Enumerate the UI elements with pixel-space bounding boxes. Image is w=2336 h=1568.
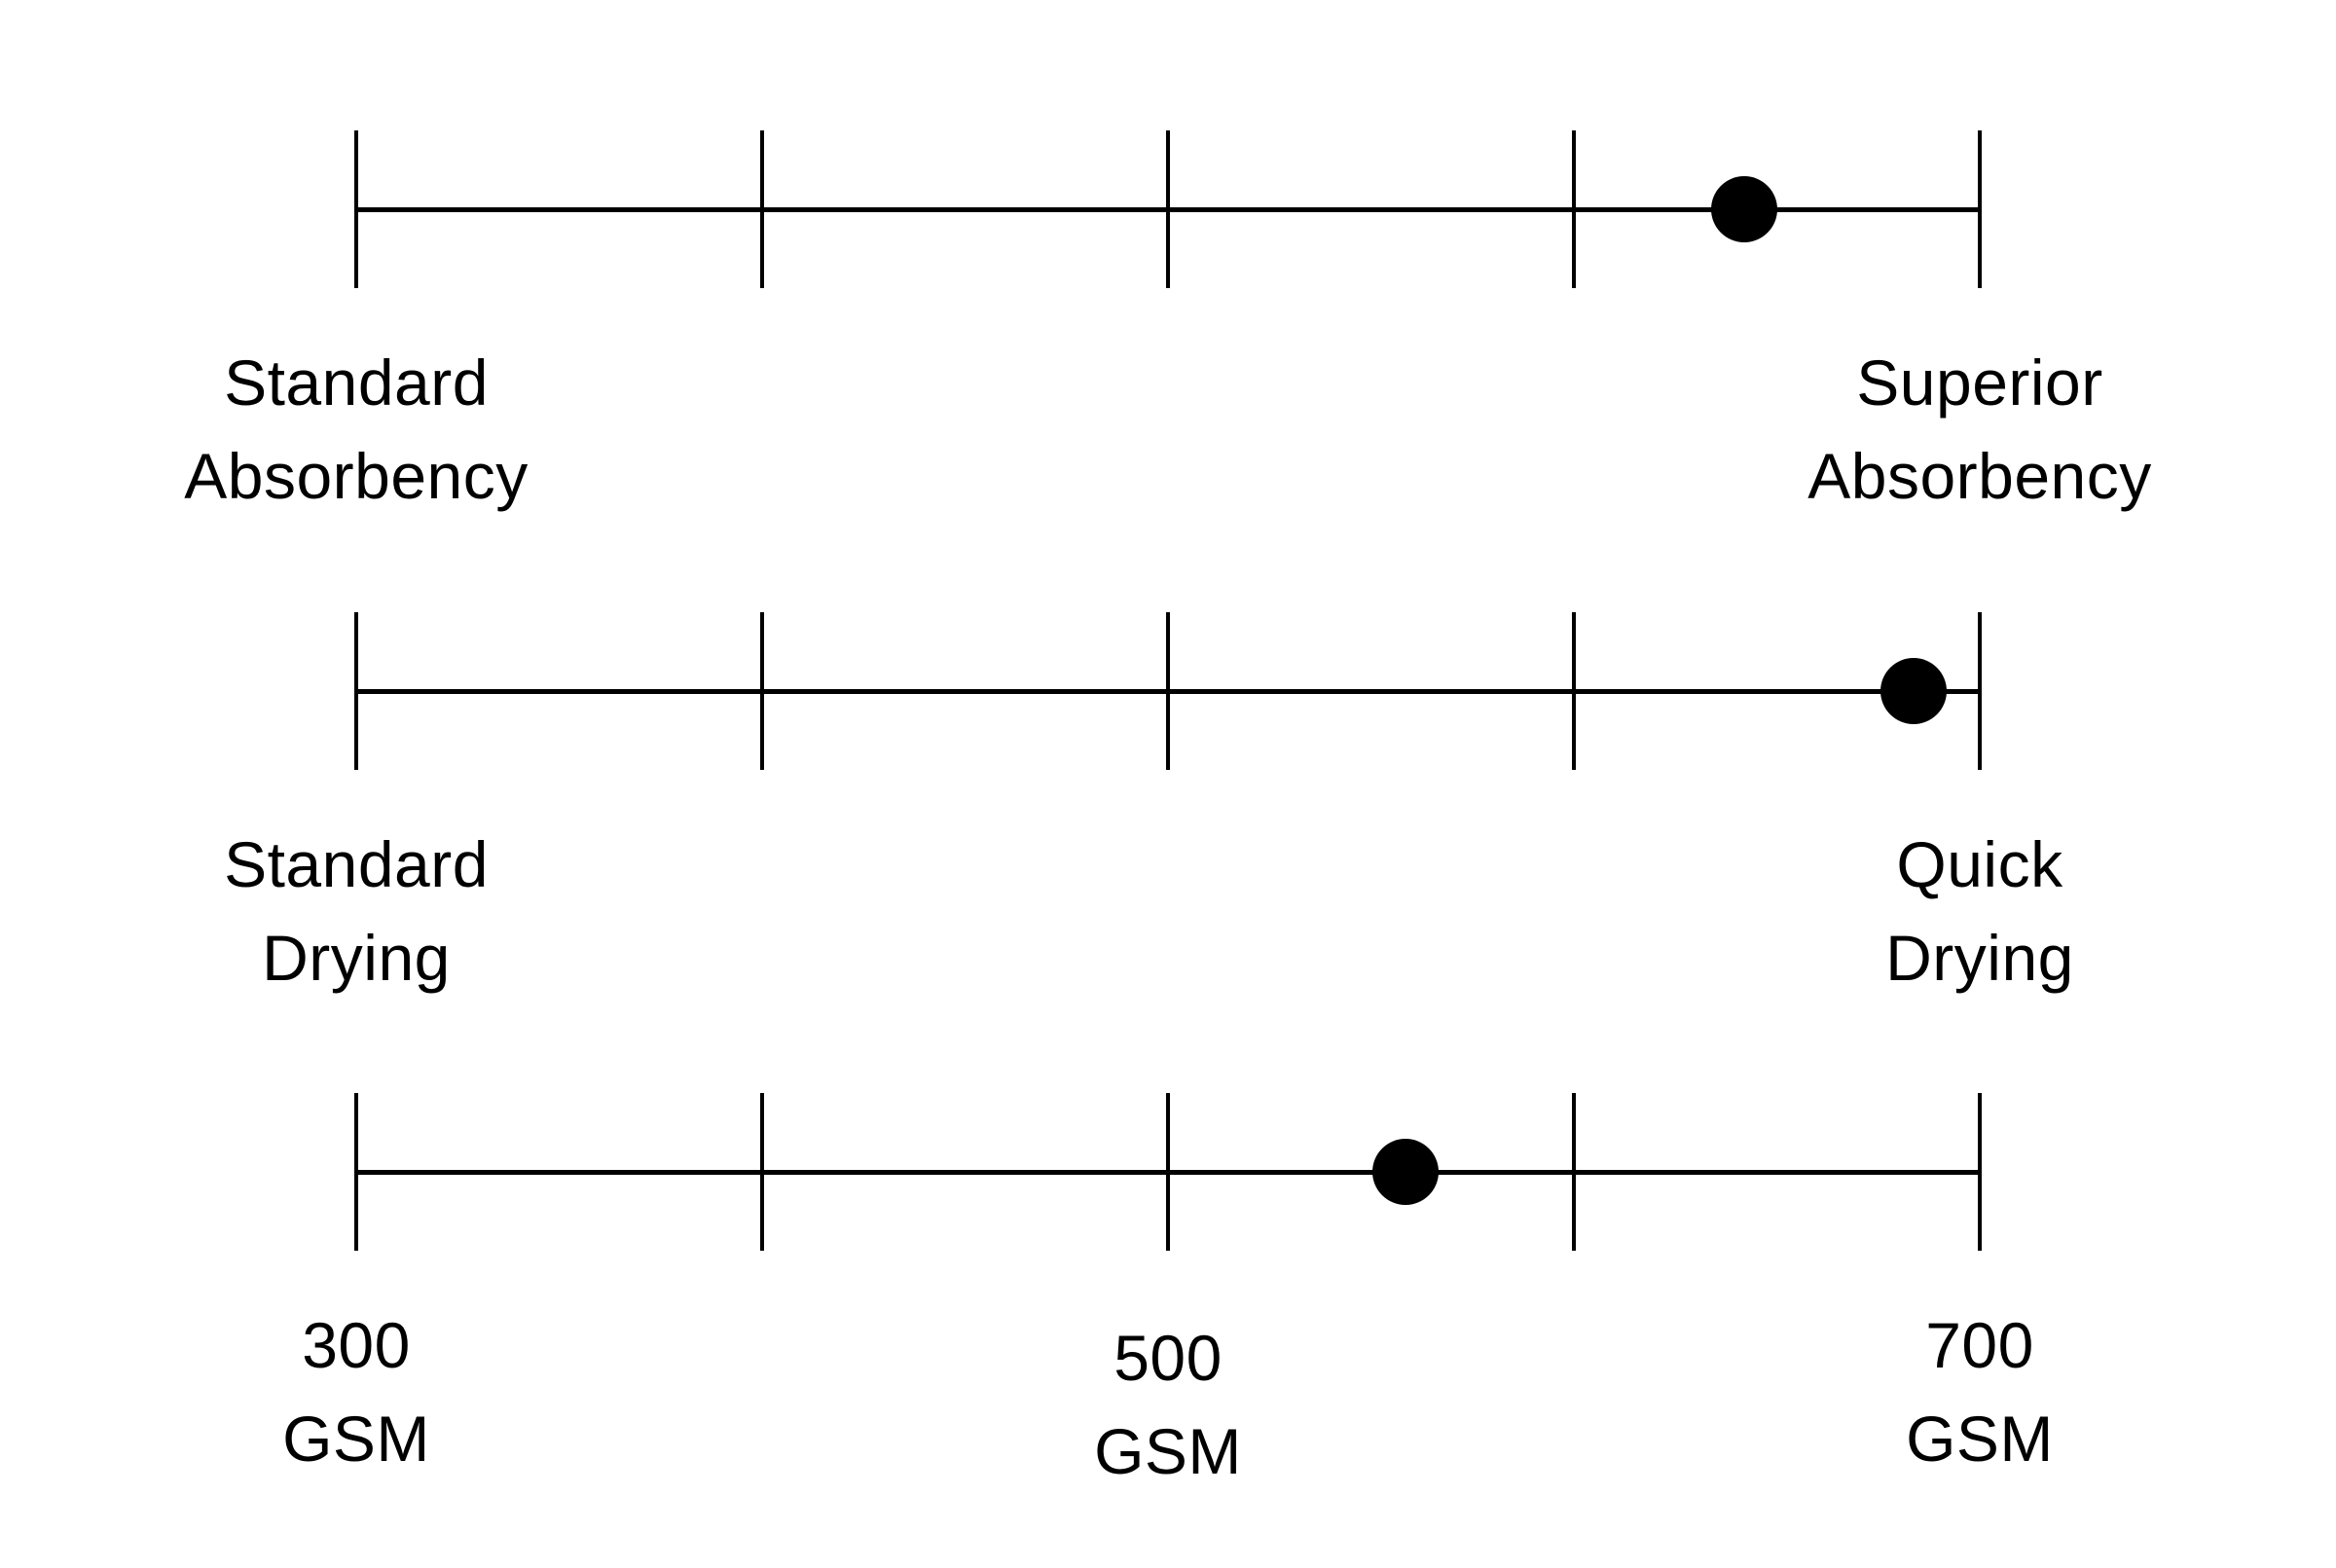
tick-mark <box>1572 612 1576 770</box>
tick-mark <box>760 1093 764 1251</box>
scale-label-line: 500 <box>1113 1322 1223 1394</box>
tick-mark <box>760 130 764 288</box>
tick-mark <box>354 612 358 770</box>
tick-mark <box>354 1093 358 1251</box>
tick-mark <box>760 612 764 770</box>
scale-label-line: Superior <box>1856 346 2103 419</box>
scale-label-line: Standard <box>224 346 489 419</box>
tick-mark <box>1166 1093 1170 1251</box>
scale-label-line: 300 <box>302 1309 411 1381</box>
value-dot <box>1711 176 1778 242</box>
value-dot <box>1880 658 1947 724</box>
scale-label-line: GSM <box>282 1403 430 1475</box>
scale-label-line: Absorbency <box>184 440 529 512</box>
scale-label-line: Standard <box>224 828 489 900</box>
scale-label-line: Absorbency <box>1807 440 2152 512</box>
tick-mark <box>1572 130 1576 288</box>
tick-mark <box>1978 1093 1982 1251</box>
scale-label-line: Drying <box>262 922 451 994</box>
scale-label-line: Drying <box>1885 922 2074 994</box>
tick-mark <box>1166 130 1170 288</box>
scale-label-line: Quick <box>1896 828 2063 900</box>
tick-mark <box>354 130 358 288</box>
value-dot <box>1371 1139 1439 1205</box>
tick-mark <box>1978 612 1982 770</box>
tick-mark <box>1166 612 1170 770</box>
tick-mark <box>1978 130 1982 288</box>
scale-label-line: GSM <box>1094 1415 1242 1487</box>
scale-label-line: 700 <box>1925 1309 2034 1381</box>
scale-label-line: GSM <box>1906 1403 2054 1475</box>
tick-mark <box>1572 1093 1576 1251</box>
